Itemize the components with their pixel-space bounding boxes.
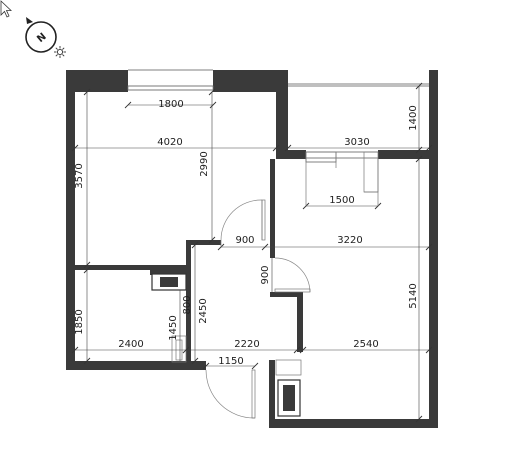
fixtures [151, 151, 337, 417]
dim-entrance-width: 1150 [218, 356, 243, 367]
dim-window-living: 1800 [158, 99, 183, 110]
dim-bath-width-small: 800 [182, 295, 193, 314]
dim-balcony-depth: 1400 [408, 105, 419, 130]
dimension-lines [71, 82, 433, 423]
dim-bedroom-height: 1850 [74, 309, 85, 334]
dim-kitchen-width: 3220 [337, 235, 362, 246]
dim-hall-width: 2220 [234, 339, 259, 350]
dim-balcony-width: 3030 [344, 137, 369, 148]
compass-north-label: N [35, 31, 48, 45]
cursor-icon [0, 0, 13, 18]
dim-kitchen-height: 5140 [408, 283, 419, 308]
dim-living-height: 3570 [74, 163, 85, 188]
dim-door-opening-vertical: 900 [260, 265, 271, 284]
dim-living-width: 4020 [157, 137, 182, 148]
dim-kitchen-window: 1500 [329, 195, 354, 206]
dim-bedroom-width: 2400 [118, 339, 143, 350]
compass-rose-icon: N [25, 17, 66, 58]
dim-bath-height: 1450 [168, 315, 179, 340]
dim-hall-height: 2450 [198, 298, 209, 323]
dimension-labels: 1800 4020 3570 2990 3030 1400 1500 900 3… [74, 99, 419, 367]
dim-kitchen-bottom-width: 2540 [353, 339, 378, 350]
exterior-walls [66, 70, 438, 428]
dim-door-opening: 900 [235, 235, 254, 246]
dim-living-inner-height: 2990 [199, 151, 210, 176]
